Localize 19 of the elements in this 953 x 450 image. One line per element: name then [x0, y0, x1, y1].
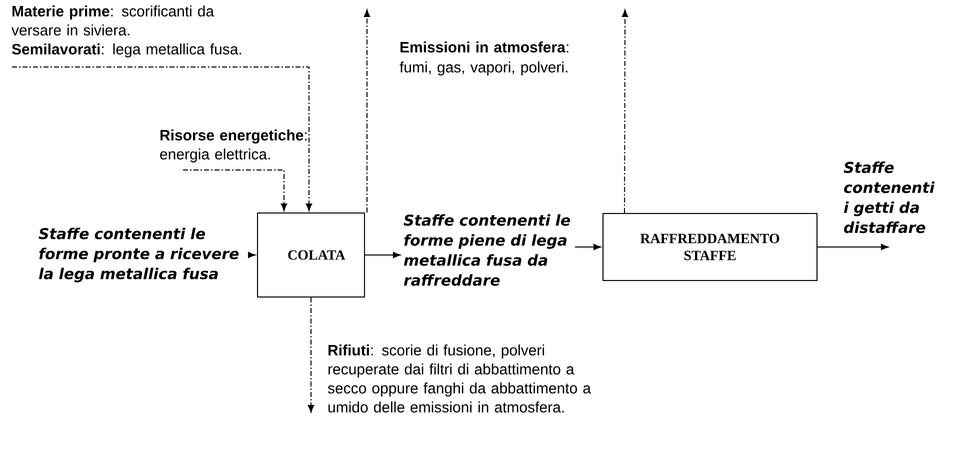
input-text: Materie prime: scorificanti da versare in siviera. Semilavorati: lega metallica fusa. — [12, 6, 242, 58]
note-text: fumi, gas, vapori, polveri. — [400, 62, 568, 76]
note-text: Rifiuti: scorie di fusione, polveri recuperate dai filtri di abbattimento a secco oppure fanghi da abbattimento a umido delle emissioni in atmosfera. — [328, 344, 591, 413]
arrow — [182, 169, 288, 211]
arrow — [12, 66, 312, 211]
arrow — [817, 244, 889, 250]
process-box: COLATA — [257, 212, 365, 298]
output-text: Staffe contenenti le forme piene di lega metallica fusa da raffreddare — [404, 214, 570, 286]
arrow — [574, 244, 602, 250]
process-box: RAFFREDDAMENTO STAFFE — [602, 213, 818, 281]
arrow — [364, 10, 370, 213]
arrow — [248, 252, 256, 258]
input-text: Staffe contenenti le forme pronte a ricevere la lega metallica fusa — [38, 228, 239, 282]
arrow — [622, 10, 628, 214]
input-text: Risorse energetiche: energia elettrica. — [160, 130, 307, 162]
note-text: Emissioni in atmosfera: — [400, 42, 568, 52]
arrow — [308, 297, 314, 413]
arrow — [364, 252, 401, 258]
output-text: Staffe contenenti i getti da distaffare — [844, 162, 935, 234]
